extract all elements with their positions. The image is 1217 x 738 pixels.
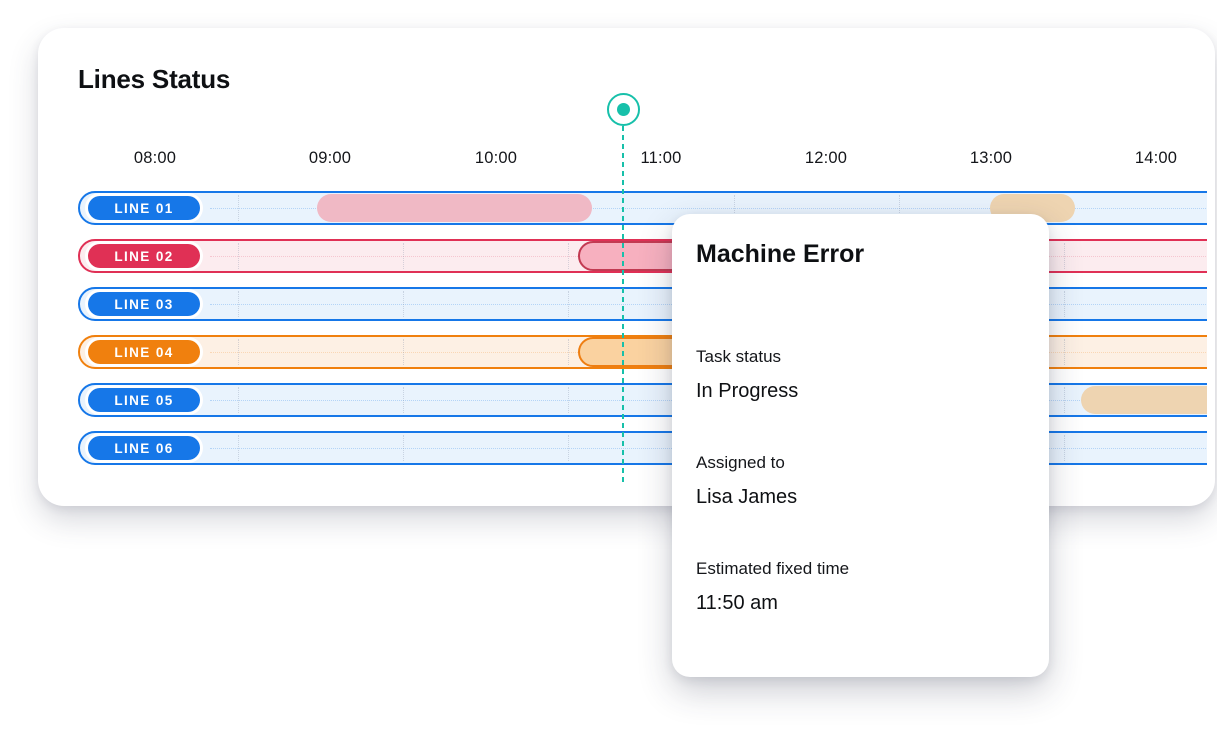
field-label: Assigned to	[696, 453, 785, 472]
line-badge: LINE 04	[88, 340, 200, 364]
minor-gridline	[238, 339, 239, 365]
minor-gridline	[238, 387, 239, 413]
time-tick-label: 11:00	[640, 149, 682, 167]
row-midline	[210, 208, 1207, 209]
line-badge: LINE 05	[88, 388, 200, 412]
line-badge: LINE 03	[88, 292, 200, 316]
line-badge: LINE 06	[88, 436, 200, 460]
field-value: Lisa James	[696, 486, 798, 508]
time-tick-label: 14:00	[1134, 149, 1178, 167]
minor-gridline	[734, 195, 735, 221]
minor-gridline	[1064, 435, 1065, 461]
minor-gridline	[403, 435, 404, 461]
minor-gridline	[403, 339, 404, 365]
minor-gridline	[1064, 339, 1065, 365]
machine-error-tooltip: Machine Error Task status In Progress As…	[672, 214, 1049, 677]
minor-gridline	[238, 243, 239, 269]
minor-gridline	[238, 291, 239, 317]
minor-gridline	[568, 387, 569, 413]
field-value: 11:50 am	[696, 592, 778, 614]
minor-gridline	[238, 435, 239, 461]
field-label: Task status	[696, 347, 782, 366]
tooltip-field-assigned-to: Assigned to Lisa James	[696, 453, 1025, 509]
minor-gridline	[403, 243, 404, 269]
card-title: Lines Status	[78, 64, 231, 94]
task-segment[interactable]	[1081, 386, 1207, 414]
tooltip-field-task-status: Task status In Progress	[696, 347, 1025, 403]
tooltip-title: Machine Error	[696, 240, 865, 268]
current-time-line	[622, 126, 624, 483]
field-label: Estimated fixed time	[696, 559, 850, 578]
time-tick-label: 13:00	[969, 149, 1013, 167]
minor-gridline	[899, 195, 900, 221]
minor-gridline	[238, 195, 239, 221]
minor-gridline	[1064, 291, 1065, 317]
time-tick-label: 09:00	[308, 149, 352, 167]
time-axis: 08:00 09:00 10:00 11:00 12:00 13:00 14:00	[0, 149, 1217, 171]
minor-gridline	[403, 291, 404, 317]
time-tick-label: 10:00	[474, 149, 518, 167]
minor-gridline	[403, 387, 404, 413]
tooltip-field-estimated-fixed-time: Estimated fixed time 11:50 am	[696, 559, 1025, 615]
line-badge: LINE 01	[88, 196, 200, 220]
minor-gridline	[568, 291, 569, 317]
time-tick-label: 08:00	[133, 149, 177, 167]
minor-gridline	[1064, 243, 1065, 269]
minor-gridline	[568, 435, 569, 461]
time-tick-label: 12:00	[804, 149, 848, 167]
current-time-indicator[interactable]	[607, 93, 640, 126]
minor-gridline	[568, 339, 569, 365]
minor-gridline	[1064, 387, 1065, 413]
minor-gridline	[568, 243, 569, 269]
task-segment[interactable]	[317, 194, 592, 222]
line-badge: LINE 02	[88, 244, 200, 268]
current-time-dot-icon	[617, 103, 630, 116]
field-value: In Progress	[696, 380, 799, 402]
